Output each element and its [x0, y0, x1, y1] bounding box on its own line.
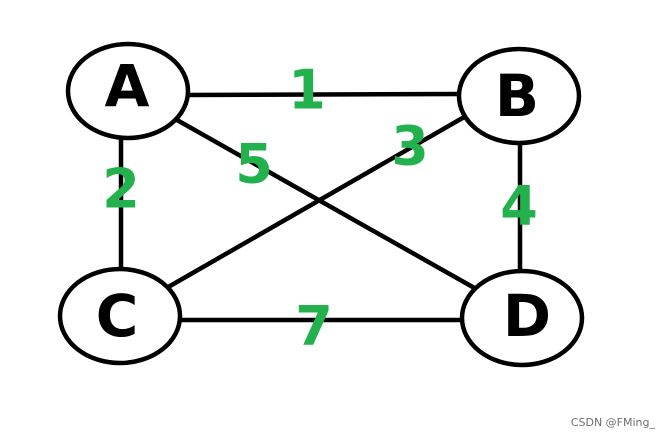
edge-a-d	[174, 117, 481, 293]
node-b: B	[456, 46, 582, 146]
edges-group	[118, 91, 523, 323]
edge-a-b	[184, 91, 465, 98]
node-d-label: D	[503, 282, 551, 350]
weight-b-c: 3	[391, 115, 429, 178]
node-c-ellipse	[57, 266, 183, 366]
watermark: CSDN @FMing_	[570, 416, 655, 429]
node-a-label: A	[105, 52, 150, 120]
node-a: A	[65, 41, 191, 141]
node-b-label: B	[495, 62, 539, 130]
weight-b-d: 4	[500, 175, 538, 238]
node-a-ellipse	[65, 41, 191, 141]
weights-group: 1 2 3 4 5 7	[102, 59, 538, 358]
weight-a-b: 1	[288, 59, 326, 122]
node-c: C	[57, 266, 183, 366]
weight-a-d: 5	[235, 133, 273, 196]
weight-a-c: 2	[102, 158, 140, 221]
node-d-ellipse	[459, 268, 585, 368]
node-d: D	[459, 268, 585, 368]
node-c-label: C	[96, 282, 139, 350]
node-b-ellipse	[456, 46, 582, 146]
weight-c-d: 7	[295, 295, 333, 358]
